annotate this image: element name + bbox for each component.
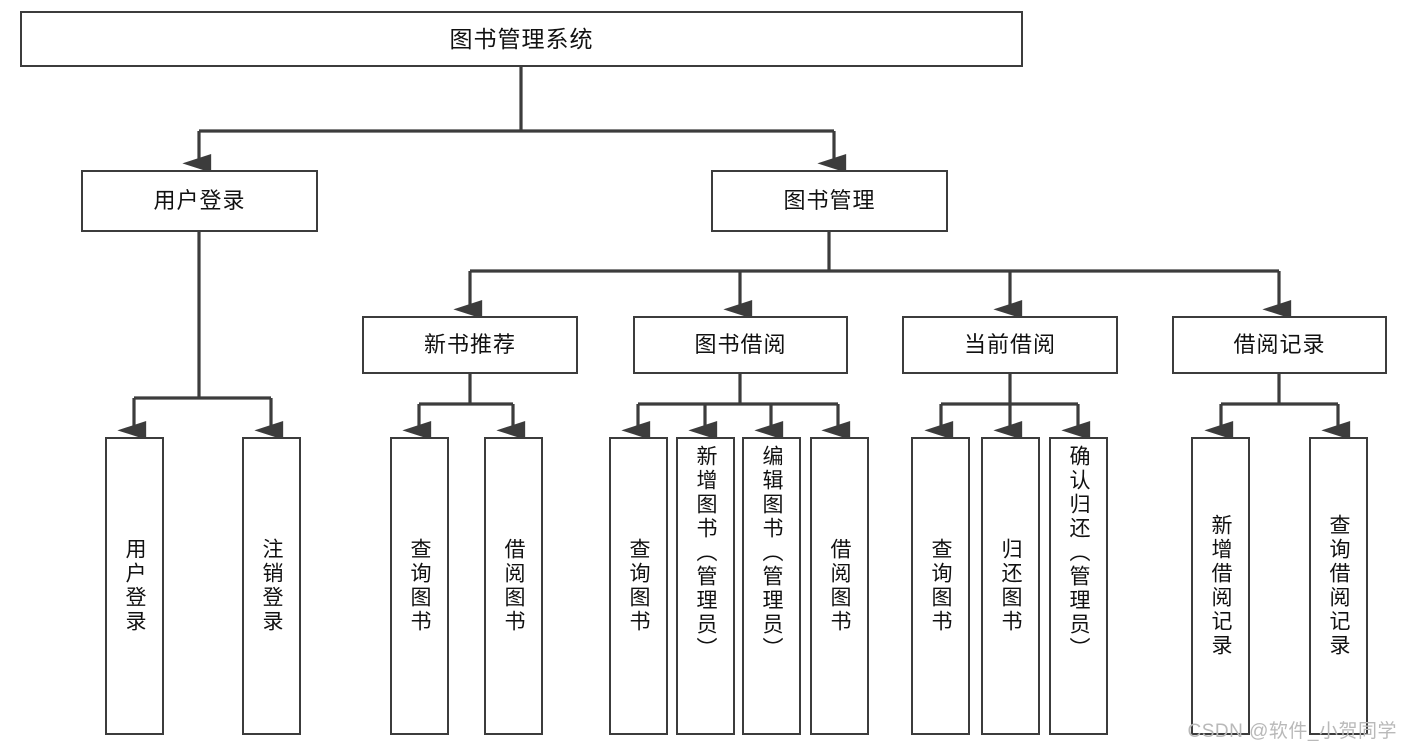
leaf-book-borrow-add-book-admin[interactable]: 新增图书（管理员） xyxy=(676,437,735,735)
node-label: 当前借阅 xyxy=(963,332,1056,358)
node-label: 查询图书 xyxy=(627,538,650,634)
node-user-login[interactable]: 用户登录 xyxy=(81,170,318,232)
node-new-book-recommend[interactable]: 新书推荐 xyxy=(362,316,578,374)
node-label: 图书管理系统 xyxy=(449,25,594,52)
node-current-borrow[interactable]: 当前借阅 xyxy=(902,316,1118,374)
leaf-user-login-login[interactable]: 用户登录 xyxy=(105,437,164,735)
node-label: 编辑图书（管理员） xyxy=(760,445,783,661)
node-label: 用户登录 xyxy=(123,538,146,634)
node-root-book-management-system[interactable]: 图书管理系统 xyxy=(20,11,1023,67)
leaf-current-borrow-return-book[interactable]: 归还图书 xyxy=(981,437,1040,735)
leaf-current-borrow-confirm-return-admin[interactable]: 确认归还（管理员） xyxy=(1049,437,1108,735)
leaf-book-borrow-query-book[interactable]: 查询图书 xyxy=(609,437,668,735)
node-label: 图书借阅 xyxy=(694,332,787,358)
node-label: 新书推荐 xyxy=(423,332,516,358)
leaf-new-book-query-book[interactable]: 查询图书 xyxy=(390,437,449,735)
node-label: 借阅记录 xyxy=(1233,332,1326,358)
leaf-new-book-borrow-book[interactable]: 借阅图书 xyxy=(484,437,543,735)
node-label: 用户登录 xyxy=(153,188,246,214)
node-label: 新增图书（管理员） xyxy=(694,445,717,661)
node-label: 新增借阅记录 xyxy=(1209,514,1232,658)
node-label: 图书管理 xyxy=(783,188,876,214)
leaf-book-borrow-edit-book-admin[interactable]: 编辑图书（管理员） xyxy=(742,437,801,735)
leaf-user-login-logout[interactable]: 注销登录 xyxy=(242,437,301,735)
node-book-borrow[interactable]: 图书借阅 xyxy=(633,316,848,374)
leaf-borrow-record-query-record[interactable]: 查询借阅记录 xyxy=(1309,437,1368,735)
node-label: 借阅图书 xyxy=(502,538,525,634)
node-label: 查询图书 xyxy=(929,538,952,634)
node-label: 查询图书 xyxy=(408,538,431,634)
leaf-current-borrow-query-book[interactable]: 查询图书 xyxy=(911,437,970,735)
leaf-borrow-record-add-record[interactable]: 新增借阅记录 xyxy=(1191,437,1250,735)
node-label: 借阅图书 xyxy=(828,538,851,634)
node-borrow-record[interactable]: 借阅记录 xyxy=(1172,316,1387,374)
node-label: 确认归还（管理员） xyxy=(1067,445,1090,661)
node-label: 注销登录 xyxy=(260,538,283,634)
leaf-book-borrow-borrow-book[interactable]: 借阅图书 xyxy=(810,437,869,735)
node-label: 查询借阅记录 xyxy=(1327,514,1350,658)
csdn-watermark: CSDN @软件_小贺同学 xyxy=(1187,721,1397,742)
node-label: 归还图书 xyxy=(999,538,1022,634)
node-book-management[interactable]: 图书管理 xyxy=(711,170,948,232)
